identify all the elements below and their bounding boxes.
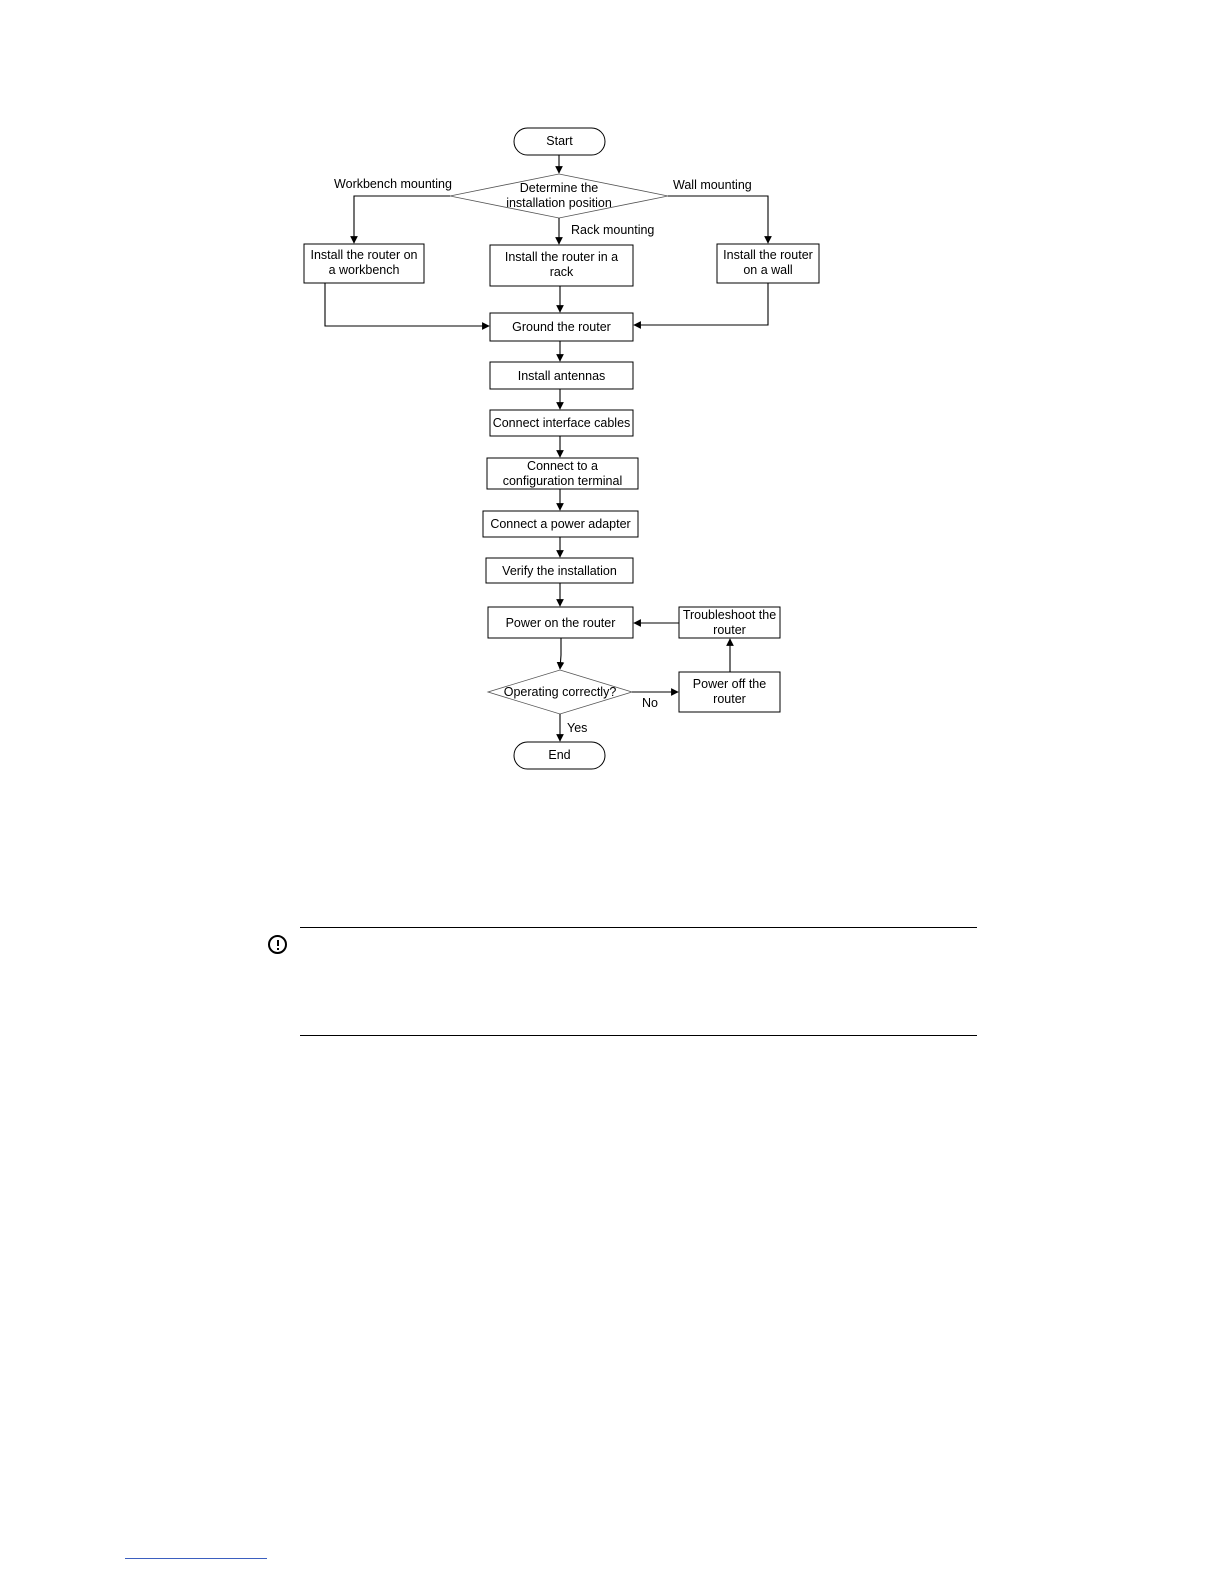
install-wall-line-2: on a wall xyxy=(743,263,792,277)
troubleshoot-line-2: router xyxy=(713,623,746,637)
label-no: No xyxy=(642,696,658,710)
install-wall-node: Install the router on a wall xyxy=(716,243,820,284)
ground-node: Ground the router xyxy=(489,312,634,342)
decision-operating-correctly: Operating correctly? xyxy=(486,669,634,715)
end-node: End xyxy=(513,741,606,770)
install-rack-line-1: Install the router in a xyxy=(505,250,618,264)
config-terminal-line-1: Connect to a xyxy=(527,459,598,473)
branch-label-rack: Rack mounting xyxy=(571,223,654,237)
label-yes: Yes xyxy=(567,721,587,735)
arrow-wall-to-ground xyxy=(633,283,769,329)
decision-position-line-1: Determine the xyxy=(520,181,599,195)
footnote-separator xyxy=(125,1558,267,1559)
arrow-decision-to-wall xyxy=(668,195,772,244)
notice-top-rule xyxy=(300,927,977,928)
verify-node: Verify the installation xyxy=(485,557,634,584)
branch-label-workbench: Workbench mounting xyxy=(334,177,452,191)
end-label: End xyxy=(548,748,570,762)
power-adapter-label: Connect a power adapter xyxy=(490,517,630,531)
power-off-node: Power off the router xyxy=(678,671,781,713)
ground-label: Ground the router xyxy=(512,320,611,334)
install-workbench-line-1: Install the router on xyxy=(310,248,417,262)
power-off-line-1: Power off the xyxy=(693,677,766,691)
branch-label-wall: Wall mounting xyxy=(673,178,752,192)
arrow-workbench-to-ground xyxy=(324,283,490,330)
install-rack-line-2: rack xyxy=(550,265,574,279)
decision-position-line-2: installation position xyxy=(506,196,612,210)
install-rack-node: Install the router in a rack xyxy=(489,244,634,287)
connectors xyxy=(324,155,772,742)
config-terminal-node: Connect to a configuration terminal xyxy=(486,457,639,490)
notice-bottom-rule xyxy=(300,1035,977,1036)
power-on-node: Power on the router xyxy=(487,606,634,639)
decision-operating-label: Operating correctly? xyxy=(504,685,617,699)
arrow-decision-to-workbench xyxy=(350,195,450,244)
troubleshoot-node: Troubleshoot the router xyxy=(678,606,781,639)
interface-cables-node: Connect interface cables xyxy=(489,409,634,437)
arrow-power-on-to-decision xyxy=(556,638,565,670)
exclamation-circle-icon xyxy=(268,935,287,954)
power-adapter-node: Connect a power adapter xyxy=(482,510,639,538)
verify-label: Verify the installation xyxy=(502,564,617,578)
troubleshoot-line-1: Troubleshoot the xyxy=(683,608,776,622)
install-workbench-node: Install the router on a workbench xyxy=(303,243,425,284)
antennas-node: Install antennas xyxy=(489,361,634,390)
power-off-line-2: router xyxy=(713,692,746,706)
decision-installation-position: Determine the installation position xyxy=(449,173,669,219)
start-label: Start xyxy=(546,134,573,148)
install-workbench-line-2: a workbench xyxy=(329,263,400,277)
config-terminal-line-2: configuration terminal xyxy=(503,474,623,488)
install-wall-line-1: Install the router xyxy=(723,248,813,262)
start-node: Start xyxy=(513,127,606,156)
antennas-label: Install antennas xyxy=(518,369,606,383)
interface-cables-label: Connect interface cables xyxy=(493,416,631,430)
power-on-label: Power on the router xyxy=(506,616,616,630)
